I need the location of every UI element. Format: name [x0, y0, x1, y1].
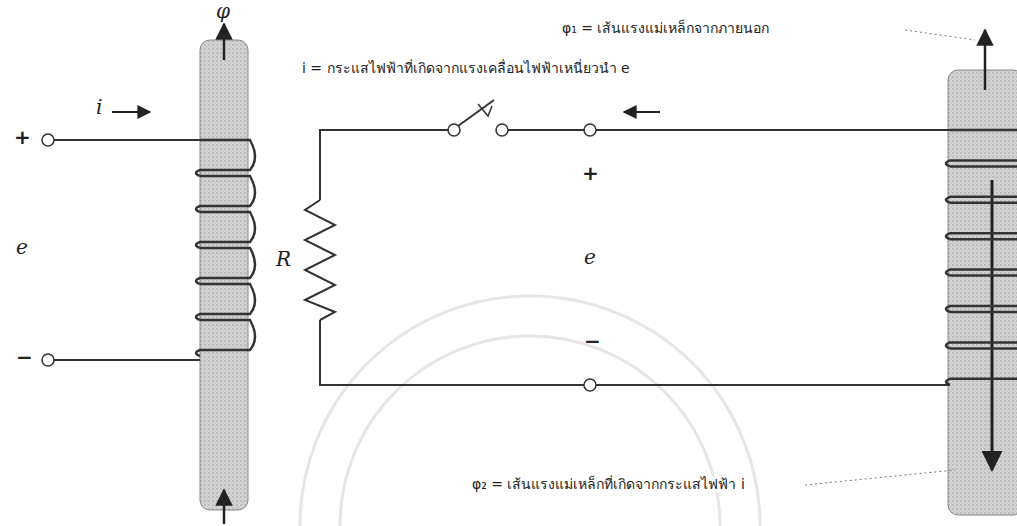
terminal [42, 134, 54, 146]
switch-arrow [478, 104, 492, 116]
coil-turn [946, 166, 1017, 202]
circuit-wire [320, 130, 950, 385]
coil-turn [196, 212, 255, 248]
switch-contact [496, 124, 508, 136]
leader-line [905, 30, 975, 40]
current-symbol: i [96, 96, 102, 119]
emf-symbol: e [584, 246, 596, 269]
induced-flux-note: φ₂ = เส้นแรงแม่เหล็กที่เกิดจากกระแสไฟฟ้า… [470, 476, 747, 492]
polarity-sign: + [14, 126, 31, 149]
resistor-label: R [276, 248, 291, 271]
terminal [42, 354, 54, 366]
emf-symbol: e [16, 236, 28, 259]
coil-turn [946, 203, 1017, 239]
polarity-sign: − [584, 330, 601, 353]
coil [196, 140, 255, 356]
coil-turn [946, 130, 1017, 166]
terminal [584, 379, 596, 391]
terminal [584, 124, 596, 136]
flux-arrow [223, 24, 226, 60]
coil-turn [196, 140, 255, 176]
resistor-symbol [305, 200, 335, 320]
coil [946, 130, 1017, 385]
switch-blade [458, 100, 494, 126]
leader-line [805, 470, 955, 485]
iron-core [948, 70, 1017, 515]
flux-note: φ₁ = เส้นแรงแม่เหล็กจากภายนอก [560, 20, 771, 36]
current-arrow [112, 111, 150, 113]
coil-turn [946, 239, 1017, 275]
coil-turn [946, 276, 1017, 312]
wire [54, 139, 200, 141]
coil-turn [946, 348, 1017, 384]
induced-flux-arrow [991, 180, 994, 470]
flux-arrow [223, 490, 226, 524]
current-arrow [624, 111, 660, 113]
iron-core [200, 40, 248, 510]
polarity-sign: + [582, 162, 599, 185]
coil-turn [196, 320, 255, 356]
watermark [300, 296, 760, 526]
coil-turn [196, 176, 255, 212]
coil-turn [946, 312, 1017, 348]
polarity-sign: − [16, 346, 33, 369]
coil-turn [196, 248, 255, 284]
coil-turn [196, 284, 255, 320]
flux-arrow [984, 30, 987, 90]
wire [54, 359, 200, 361]
flux-symbol: φ [216, 0, 230, 23]
current-note: i = กระแสไฟฟ้าที่เกิดจากแรงเคลื่อนไฟฟ้าเ… [300, 60, 632, 76]
